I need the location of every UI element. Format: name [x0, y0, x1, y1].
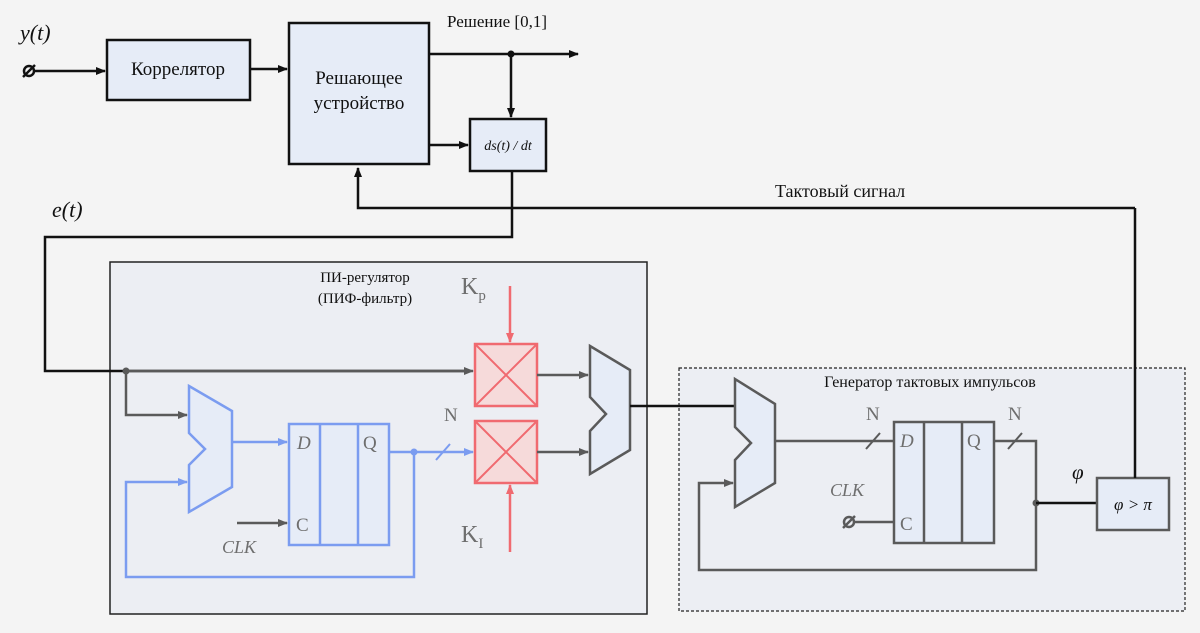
- phi-label: φ: [1072, 460, 1084, 484]
- nco-register-d-label: D: [899, 431, 914, 452]
- kp-symbol: K: [461, 274, 479, 300]
- derivative-label: ds(t) / dt: [484, 139, 533, 154]
- error-signal-label: e(t): [52, 197, 83, 222]
- wire-nco-feedback: [697, 479, 1038, 572]
- decision-output-label: Решение [0,1]: [447, 12, 547, 31]
- pi-register-d-label: D: [296, 433, 311, 454]
- derivative-block: [468, 117, 548, 173]
- nco-bus-slash-out: [1007, 432, 1023, 450]
- pi-regulator-title-2: (ПИФ-фильтр): [318, 291, 412, 307]
- decision-device-block: [287, 21, 431, 166]
- nco-register-q-label: Q: [967, 431, 981, 452]
- kp-subscript: p: [478, 288, 486, 304]
- pi-bus-width-label: N: [444, 405, 458, 426]
- wire-clock-feedback: [354, 167, 1135, 210]
- ki-symbol: K: [461, 522, 479, 548]
- nco-adder: [733, 376, 777, 510]
- pi-summer: [588, 343, 632, 477]
- pi-bus-slash: [435, 443, 451, 461]
- integrator-adder: [187, 383, 234, 515]
- nco-register-c-label: C: [900, 514, 913, 535]
- nco-bus-width-in-label: N: [866, 404, 880, 425]
- nco-register: [892, 420, 996, 545]
- kp-label: Kp: [461, 274, 486, 304]
- input-signal-label: y(t): [18, 20, 51, 45]
- input-terminal: [22, 64, 36, 78]
- pi-regulator-title-1: ПИ-регулятор: [320, 270, 410, 286]
- nco-bus-width-out-label: N: [1008, 404, 1022, 425]
- phase-compare-label: φ > π: [1114, 495, 1152, 514]
- phase-compare-block: [1095, 476, 1171, 532]
- ki-label: KI: [461, 522, 483, 552]
- nco-clk-terminal: [842, 515, 856, 529]
- wire-integrator-feedback: [124, 452, 416, 579]
- pi-register-c-label: C: [296, 515, 309, 536]
- pi-clk-label: CLK: [222, 537, 257, 557]
- correlator-label: Коррелятор: [131, 59, 225, 80]
- nco-bus-slash-in: [865, 432, 881, 450]
- correlator-block: [105, 38, 252, 102]
- nco-clk-label: CLK: [830, 480, 865, 500]
- pi-register-q-label: Q: [363, 433, 377, 454]
- integrator-register: [287, 422, 391, 547]
- ki-subscript: I: [478, 536, 483, 552]
- ki-multiplier: [473, 419, 539, 485]
- wire-nco-register-output: [994, 439, 1038, 503]
- clock-generator-title: Генератор тактовых импульсов: [824, 374, 1036, 391]
- clock-signal-label: Тактовый сигнал: [775, 181, 905, 201]
- kp-multiplier: [473, 342, 539, 408]
- decision-device-label-2: устройство: [314, 93, 405, 114]
- decision-device-label-1: Решающее: [315, 68, 403, 89]
- wire-error-to-adder: [124, 371, 188, 419]
